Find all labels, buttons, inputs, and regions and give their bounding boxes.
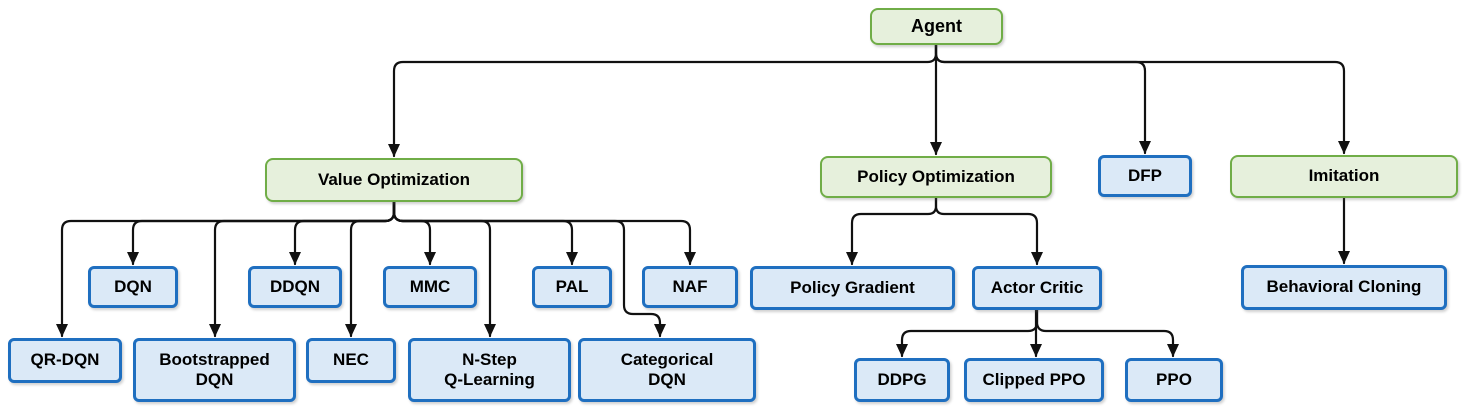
node-categorical-dqn: Categorical DQN — [578, 338, 756, 402]
node-policy-optimization: Policy Optimization — [820, 156, 1052, 198]
edge-value-optimization-to-pal — [392, 200, 578, 266]
edge-policy-optimization-to-actor-critic — [934, 196, 1043, 266]
node-clipped-ppo: Clipped PPO — [964, 358, 1104, 402]
node-behavioral-cloning: Behavioral Cloning — [1241, 265, 1447, 310]
node-dfp: DFP — [1098, 155, 1192, 197]
node-agent: Agent — [870, 8, 1003, 45]
edge-value-optimization-to-dqn — [127, 200, 396, 266]
node-label: Behavioral Cloning — [1266, 277, 1422, 297]
edge-value-optimization-to-mmc — [392, 200, 436, 266]
edge-actor-critic-to-ddpg — [896, 308, 1039, 358]
edge-agent-to-value-optimization — [388, 43, 938, 158]
node-ddpg: DDPG — [854, 358, 950, 402]
node-value-optimization: Value Optimization — [265, 158, 523, 202]
node-nec: NEC — [306, 338, 396, 383]
edge-actor-critic-to-ppo — [1035, 308, 1179, 358]
node-label: DDPG — [877, 369, 927, 389]
node-label: DFP — [1128, 165, 1162, 185]
node-label: Value Optimization — [317, 169, 471, 189]
edge-value-optimization-to-ddqn — [289, 200, 396, 266]
node-actor-critic: Actor Critic — [972, 266, 1102, 310]
node-mmc: MMC — [383, 266, 477, 308]
node-label: PAL — [555, 276, 589, 296]
node-ppo: PPO — [1125, 358, 1223, 402]
node-label: Policy Optimization — [857, 166, 1015, 186]
node-label: DDQN — [269, 276, 321, 296]
edge-agent-to-imitation — [934, 43, 1350, 155]
node-ddqn: DDQN — [248, 266, 342, 308]
node-dqn: DQN — [88, 266, 178, 308]
node-label: Bootstrapped DQN — [159, 349, 270, 389]
node-label: QR-DQN — [30, 350, 100, 370]
node-imitation: Imitation — [1230, 155, 1458, 198]
node-label: PPO — [1156, 369, 1192, 389]
node-label: NEC — [333, 350, 369, 370]
node-label: MMC — [409, 276, 451, 296]
edge-policy-optimization-to-policy-gradient — [846, 196, 938, 266]
node-label: DQN — [114, 276, 152, 296]
node-naf: NAF — [642, 266, 738, 308]
node-n-step-q-learning: N-Step Q-Learning — [408, 338, 571, 402]
node-qr-dqn: QR-DQN — [8, 338, 122, 383]
node-pal: PAL — [532, 266, 612, 308]
node-label: Clipped PPO — [982, 369, 1086, 389]
node-label: Agent — [911, 15, 962, 36]
node-label: NAF — [672, 276, 708, 296]
edge-value-optimization-to-naf — [392, 200, 696, 266]
node-label: N-Step Q-Learning — [444, 349, 535, 389]
node-label: Categorical DQN — [620, 349, 714, 389]
node-label: Actor Critic — [990, 277, 1084, 297]
node-label: Imitation — [1308, 166, 1380, 186]
node-policy-gradient: Policy Gradient — [750, 266, 955, 310]
node-label: Policy Gradient — [790, 277, 915, 297]
node-bootstrapped-dqn: Bootstrapped DQN — [133, 338, 296, 402]
